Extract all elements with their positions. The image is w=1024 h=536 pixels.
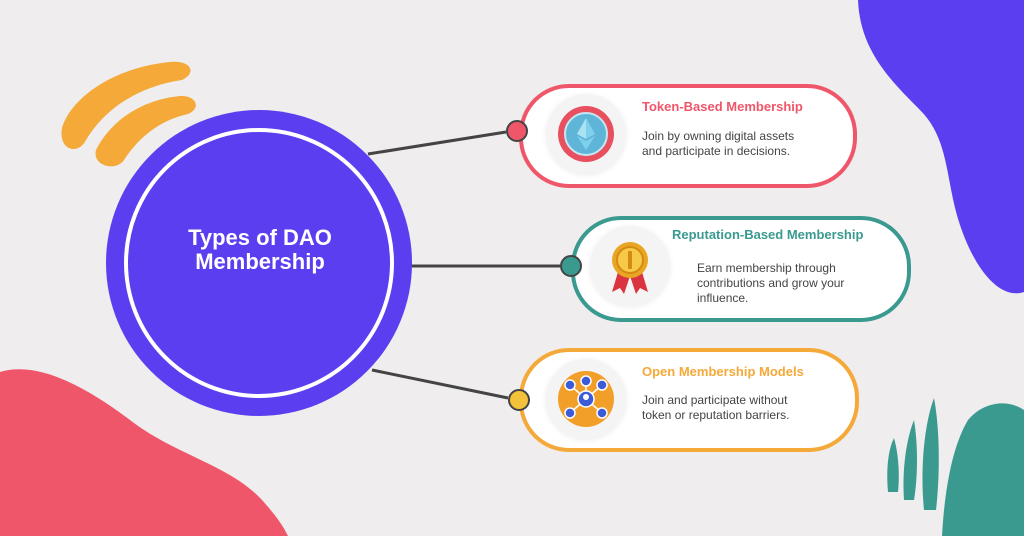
red-blob [0, 369, 288, 536]
medal-icon [612, 242, 648, 294]
connector-node-1 [506, 120, 528, 142]
card-desc-open-line1: Join and participate without [642, 393, 788, 407]
card-title-reputation: Reputation-Based Membership [672, 227, 864, 242]
card-title-open: Open Membership Models [642, 364, 804, 379]
teal-spike-3 [922, 398, 939, 510]
card-desc-reputation-line1: Earn membership through [697, 261, 836, 275]
orange-arc-outer [61, 61, 191, 150]
card-desc-open: Join and participate without token or re… [642, 393, 842, 423]
icon-circle-open [546, 359, 626, 439]
orange-arc-inner [95, 95, 196, 167]
card-desc-reputation-line2: contributions and grow your [697, 276, 845, 290]
connector-line-1 [367, 130, 507, 156]
connector-node-2 [560, 255, 582, 277]
teal-blob [942, 403, 1024, 536]
center-ring [124, 128, 394, 398]
ethereum-token-icon [558, 106, 614, 162]
teal-spike-2 [903, 420, 917, 500]
center-circle [106, 110, 412, 416]
card-desc-open-line2: token or reputation barriers. [642, 408, 790, 422]
card-title-token: Token-Based Membership [642, 99, 803, 114]
connector-node-3 [508, 389, 530, 411]
card-desc-token: Join by owning digital assets and partic… [642, 129, 842, 159]
card-desc-reputation: Earn membership through contributions an… [697, 261, 897, 306]
network-people-icon [558, 371, 614, 427]
card-desc-reputation-line3: influence. [697, 291, 749, 305]
center-title-line1: Types of DAO [188, 225, 332, 250]
card-desc-token-line1: Join by owning digital assets [642, 129, 795, 143]
icon-circle-reputation [590, 226, 670, 306]
center-title: Types of DAO Membership [138, 226, 382, 274]
icon-circle-token [546, 94, 626, 174]
purple-blob [858, 0, 1024, 294]
center-title-line2: Membership [195, 249, 325, 274]
card-desc-token-line2: and participate in decisions. [642, 144, 791, 158]
connector-line-3 [371, 368, 509, 400]
teal-spike-1 [887, 438, 899, 492]
